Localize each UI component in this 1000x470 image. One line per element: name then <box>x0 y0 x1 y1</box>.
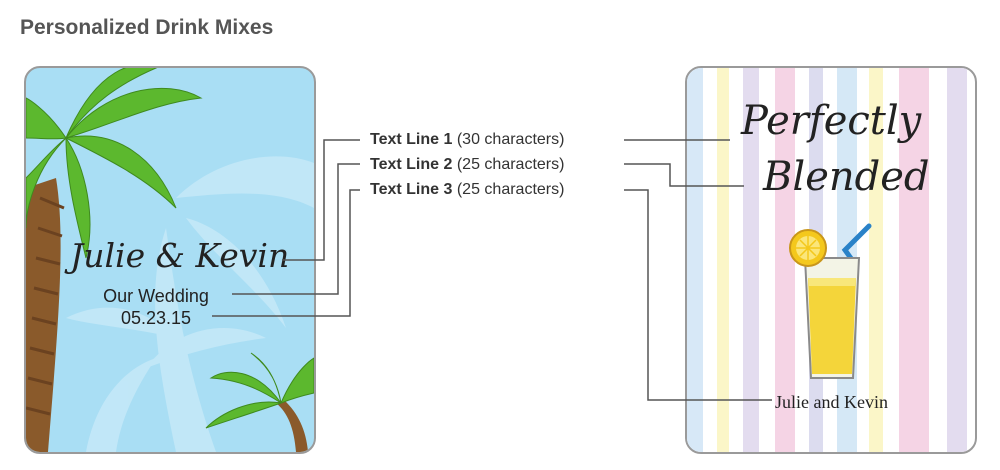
legend-line-name: Text Line 1 <box>370 131 453 148</box>
legend-text-line-2: Text Line 2 (25 characters) <box>370 156 564 174</box>
connector-line-1-left <box>282 139 360 261</box>
connector-line-3-left <box>212 189 360 317</box>
legend-text-line-3: Text Line 3 (25 characters) <box>370 181 564 199</box>
legend-line-limit: (25 characters) <box>456 181 565 198</box>
right-text-line-3: Julie and Kevin <box>775 392 888 412</box>
pastel-stripes-background <box>687 68 967 452</box>
legend-line-name: Text Line 2 <box>370 156 453 173</box>
page-title: Personalized Drink Mixes <box>20 16 274 39</box>
legend-line-limit: (25 characters) <box>456 156 565 173</box>
lemonade-glass-icon <box>789 223 872 379</box>
right-heading-line-1: Perfectly <box>741 98 922 144</box>
legend-text-line-1: Text Line 1 (30 characters) <box>370 131 564 149</box>
connector-line-2-left <box>232 163 360 295</box>
right-heading-line-2: Blended <box>763 154 930 200</box>
left-text-line-3: 05.23.15 <box>120 308 192 328</box>
left-text-line-1: Julie & Kevin <box>70 236 290 275</box>
left-text-line-2: Our Wedding <box>103 286 209 306</box>
connector-line-3-right <box>624 189 772 401</box>
legend-line-name: Text Line 3 <box>370 181 453 198</box>
drink-label-preview: Perfectly Blended Julie and Kevin <box>685 66 977 454</box>
palm-tree-illustration <box>26 68 314 452</box>
legend-line-limit: (30 characters) <box>456 131 565 148</box>
connector-line-2-right <box>624 163 744 187</box>
